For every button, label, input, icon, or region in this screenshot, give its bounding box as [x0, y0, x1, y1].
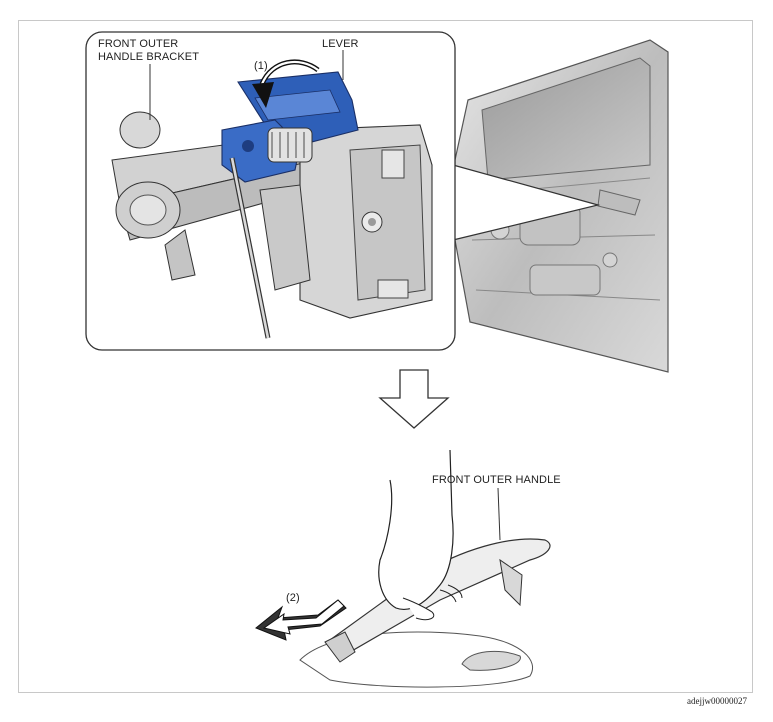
callout-wedge: [452, 164, 601, 241]
front-outer-handle: [324, 538, 551, 663]
handle-leader-line: [497, 487, 501, 541]
bracket-label: FRONT OUTER HANDLE BRACKET: [98, 38, 199, 64]
rotation-arrow: [252, 59, 320, 108]
pull-arrow: [255, 599, 347, 641]
bracket-label-line2: HANDLE BRACKET: [98, 51, 200, 63]
down-arrow-icon: [378, 369, 450, 429]
step-1-label: (1): [254, 60, 268, 72]
bracket-label-line1: FRONT OUTER: [98, 38, 179, 50]
step-2-label: (2): [286, 592, 300, 604]
hand-drawing: [378, 449, 463, 621]
figure-frame: [18, 20, 753, 693]
door-panel: [454, 39, 669, 373]
handle-label: FRONT OUTER HANDLE: [432, 474, 561, 486]
lever-label: LEVER: [322, 38, 359, 50]
figure-code: adejjw00000027: [687, 696, 747, 706]
